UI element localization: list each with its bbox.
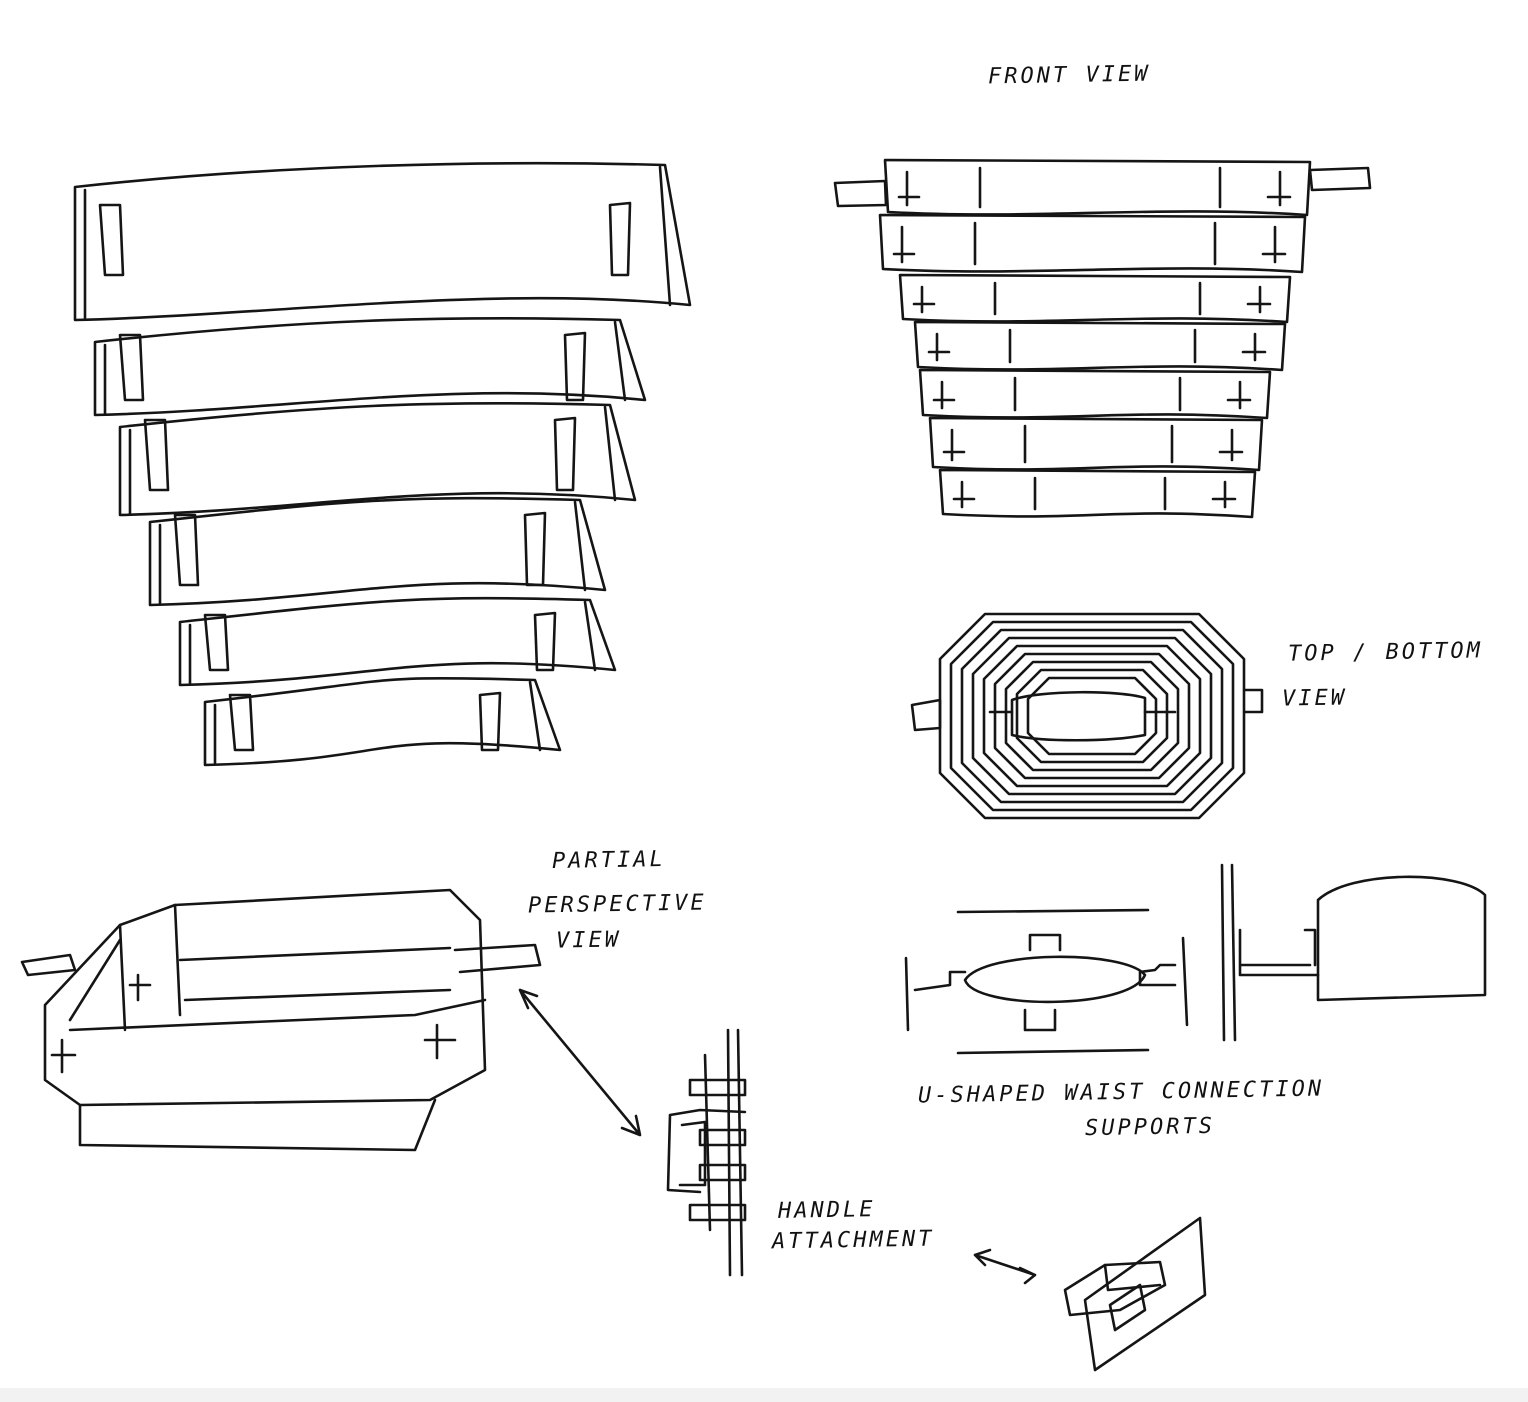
front-tier-seam [1008, 328, 1197, 364]
front-tier [898, 273, 1292, 324]
handle-joint-detail-sketch [973, 1216, 1207, 1372]
tier-flap [98, 203, 125, 277]
front-handle-left [833, 179, 888, 208]
front-tier-clip [1226, 380, 1252, 410]
tier-flap [118, 333, 145, 402]
front-tier-clip [1211, 480, 1237, 509]
front-tier [878, 213, 1307, 274]
front-tier-clip [1246, 285, 1272, 314]
tier-outline [118, 401, 637, 517]
front-tier-seam [978, 166, 1222, 209]
front-tier [918, 368, 1272, 420]
top-view-ring [971, 636, 1213, 796]
page-bottom-edge [0, 1388, 1528, 1402]
partial-perspective-label-line3: VIEW [555, 927, 622, 954]
front-tier-clip [1218, 428, 1244, 462]
top-view-center [1010, 690, 1147, 742]
handle-attachment-label: HANDLE [777, 1197, 876, 1224]
handle-attachment-sketch [666, 1028, 747, 1277]
tier-edge [158, 500, 587, 605]
front-view-sketch [833, 158, 1372, 519]
tier-flap [478, 691, 502, 752]
tier-flap [203, 613, 230, 672]
tier-edge [83, 165, 672, 320]
front-tier-clip [952, 480, 976, 509]
front-tier-clip [932, 380, 956, 410]
front-tier-clip [1241, 332, 1267, 362]
tier-flap [608, 201, 632, 277]
tier-edge [213, 680, 542, 765]
top-view-ring [1004, 660, 1180, 772]
top-view-ring [1026, 676, 1158, 756]
stacked-tiers-sketch [73, 161, 692, 767]
front-tier-seam [1033, 476, 1167, 511]
front-tier-seam [973, 221, 1217, 266]
top-view-ring [960, 628, 1224, 804]
tier-outline [73, 161, 692, 322]
front-tier-clip [897, 170, 921, 207]
top-view-ring [1015, 668, 1169, 764]
tier-outline [203, 676, 562, 767]
tier-flap [228, 693, 255, 752]
tier-flap [143, 418, 170, 492]
waist-connection-label-line2: SUPPORTS [1084, 1113, 1216, 1142]
tier-outline [148, 496, 607, 607]
top-bottom-view-label-line2: VIEW [1281, 685, 1348, 712]
front-tier [883, 158, 1312, 217]
front-tier-clip [942, 428, 966, 462]
tier-outline [93, 316, 647, 417]
handle-attachment-label-line2: ATTACHMENT [771, 1226, 935, 1255]
top-view-ring [938, 612, 1246, 820]
tier-edge [188, 600, 597, 685]
front-tier-seam [1013, 376, 1182, 412]
u-shaped-waist-connection-sketch [904, 863, 1487, 1055]
tier-edge [103, 320, 627, 415]
tier-flap [533, 611, 557, 672]
top-bottom-view-label: TOP / BOTTOM [1287, 638, 1484, 667]
front-tier-clip [1266, 170, 1292, 207]
top-view-handle-left [910, 698, 942, 732]
partial-perspective-label-line2: PERSPECTIVE [527, 890, 707, 919]
front-handle-right [1308, 166, 1372, 192]
tier-flap [173, 513, 200, 587]
front-tier [938, 468, 1257, 519]
tier-edge [128, 405, 617, 515]
top-view-ring [982, 644, 1202, 788]
front-tier-clip [892, 225, 916, 264]
front-view-label: FRONT VIEW [987, 61, 1151, 90]
top-view-ring [949, 620, 1235, 812]
tier-flap [523, 511, 547, 587]
tier-flap [553, 416, 577, 492]
tier-flap [563, 331, 587, 402]
top-view-ring [993, 652, 1191, 780]
front-tier-clip [912, 285, 936, 314]
front-tier-seam [993, 281, 1202, 316]
front-tier-clip [1261, 225, 1287, 264]
partial-perspective-label: PARTIAL [551, 847, 666, 874]
front-tier [928, 416, 1264, 472]
front-tier-clip [927, 332, 951, 362]
top-bottom-view-sketch [910, 612, 1264, 820]
top-view-handle-right [1243, 688, 1264, 714]
front-tier [913, 320, 1287, 372]
front-tier-seam [1023, 424, 1174, 464]
tier-outline [178, 596, 617, 687]
partial-perspective-sketch [20, 888, 642, 1152]
